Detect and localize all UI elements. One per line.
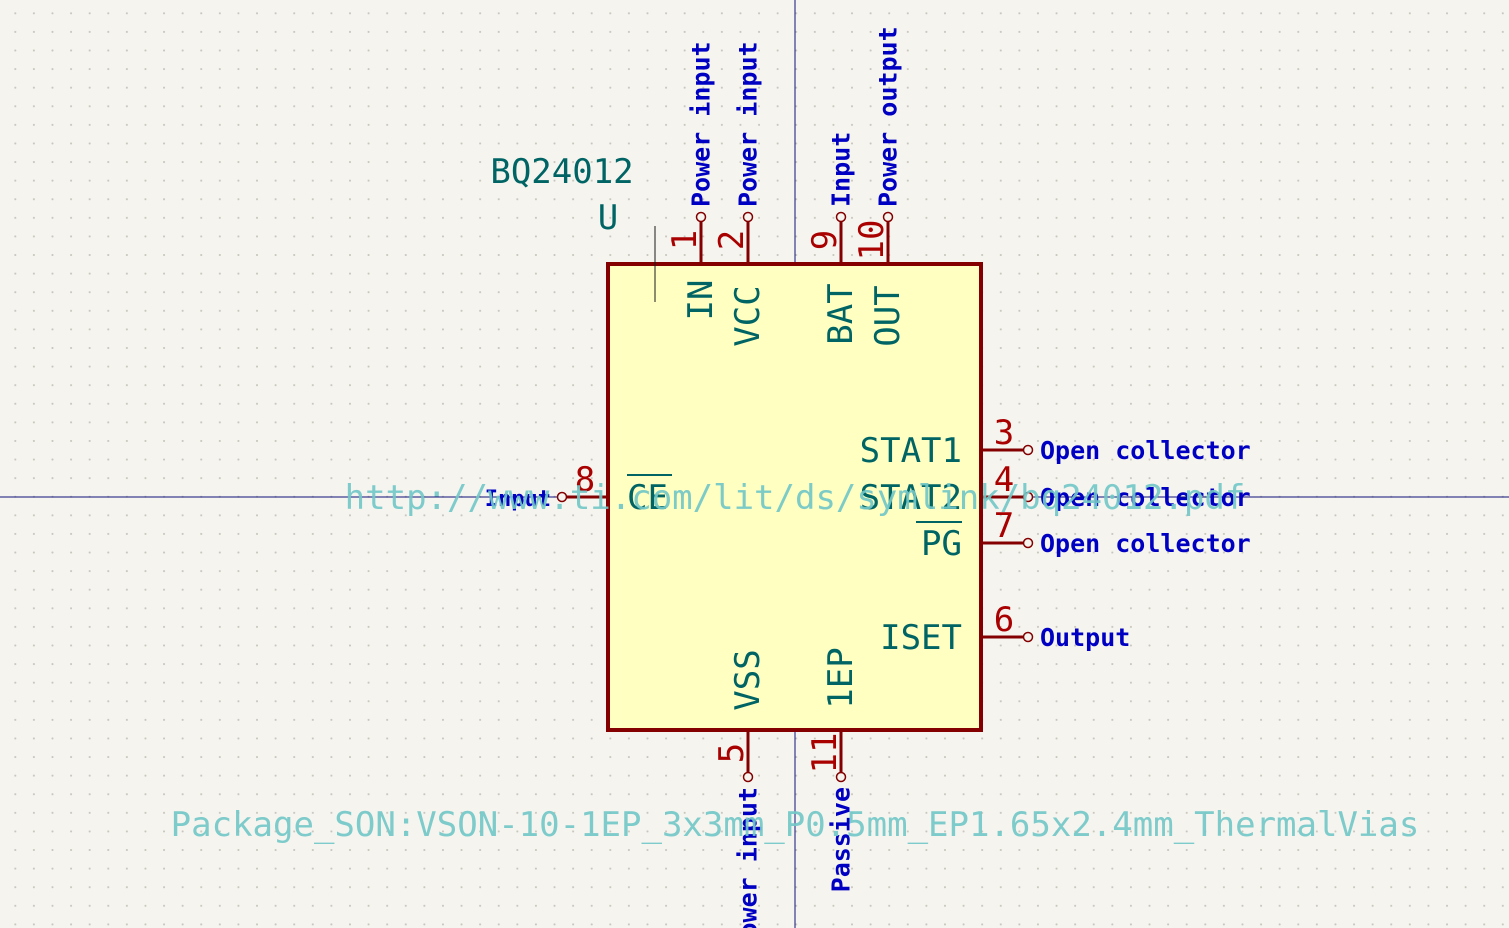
pin-type-in: Power input — [687, 41, 716, 207]
pin-name-in: IN — [681, 280, 721, 321]
component-body[interactable] — [606, 262, 983, 732]
pin-number-iset: 6 — [994, 600, 1014, 640]
reference-field[interactable]: U — [598, 198, 618, 238]
pin-name-pg: PG — [921, 524, 962, 564]
pin-ends — [556, 211, 1034, 783]
pin-number-vss: 5 — [712, 743, 752, 763]
pin-name-ce: CE — [627, 478, 668, 518]
pin-number-ce: 8 — [575, 460, 595, 500]
pin-name-out: OUT — [868, 285, 908, 346]
pin-name-stat2: STAT2 — [860, 478, 962, 518]
value-field[interactable]: BQ24012 — [490, 152, 633, 192]
pin-name-stat1: STAT1 — [860, 431, 962, 471]
pin-name-ep: 1EP — [821, 647, 861, 708]
pin-type-ce: Input — [485, 487, 551, 512]
pin-name-vcc: VCC — [728, 285, 768, 346]
pin-names: IN VCC BAT OUT STAT1 STAT2 PG ISET CE VS… — [627, 280, 962, 711]
pin-lines — [562, 217, 1028, 777]
pin-end-out[interactable] — [882, 211, 894, 223]
pin-end-pg[interactable] — [1022, 537, 1034, 549]
pin-type-vss: Power input — [734, 787, 763, 928]
pin-number-pg: 7 — [994, 506, 1014, 546]
pin-type-bat: Input — [827, 132, 856, 207]
pin-type-vcc: Power input — [734, 41, 763, 207]
pin-type-out: Power output — [874, 26, 903, 207]
pin-end-stat2[interactable] — [1022, 491, 1034, 503]
pin-number-bat: 9 — [805, 230, 845, 250]
pin-name-iset: ISET — [880, 618, 962, 658]
pin-number-stat2: 4 — [994, 460, 1014, 500]
pin-type-stat1: Open collector — [1040, 436, 1251, 465]
pin-types: Power input Power input Input Power outp… — [485, 26, 1251, 928]
datasheet-field[interactable]: http://www.ti.com/lit/ds/symlink/bq24012… — [345, 478, 1246, 518]
pin-type-ep: Passive — [827, 787, 856, 892]
pin-number-vcc: 2 — [712, 230, 752, 250]
pin-numbers: 1 2 9 10 3 4 7 6 8 5 11 — [575, 220, 1014, 774]
pin-type-pg: Open collector — [1040, 529, 1251, 558]
pin-end-in[interactable] — [695, 211, 707, 223]
pin-end-vcc[interactable] — [742, 211, 754, 223]
footprint-field[interactable]: Package_SON:VSON-10-1EP_3x3mm_P0.5mm_EP1… — [171, 805, 1420, 845]
pin-end-vss[interactable] — [742, 771, 754, 783]
pin-end-iset[interactable] — [1022, 631, 1034, 643]
pin-end-bat[interactable] — [835, 211, 847, 223]
pin-number-stat1: 3 — [994, 413, 1014, 453]
pin-number-out: 10 — [852, 220, 892, 261]
pin-type-iset: Output — [1040, 623, 1130, 652]
pin-name-vss: VSS — [728, 649, 768, 710]
pin-type-stat2: Open collector — [1040, 483, 1251, 512]
pin-end-ce[interactable] — [556, 491, 568, 503]
pin-name-bat: BAT — [821, 283, 861, 344]
pin-number-ep: 11 — [805, 733, 845, 774]
pin-end-ep[interactable] — [835, 771, 847, 783]
pin-end-stat1[interactable] — [1022, 444, 1034, 456]
pin-number-in: 1 — [665, 230, 705, 250]
